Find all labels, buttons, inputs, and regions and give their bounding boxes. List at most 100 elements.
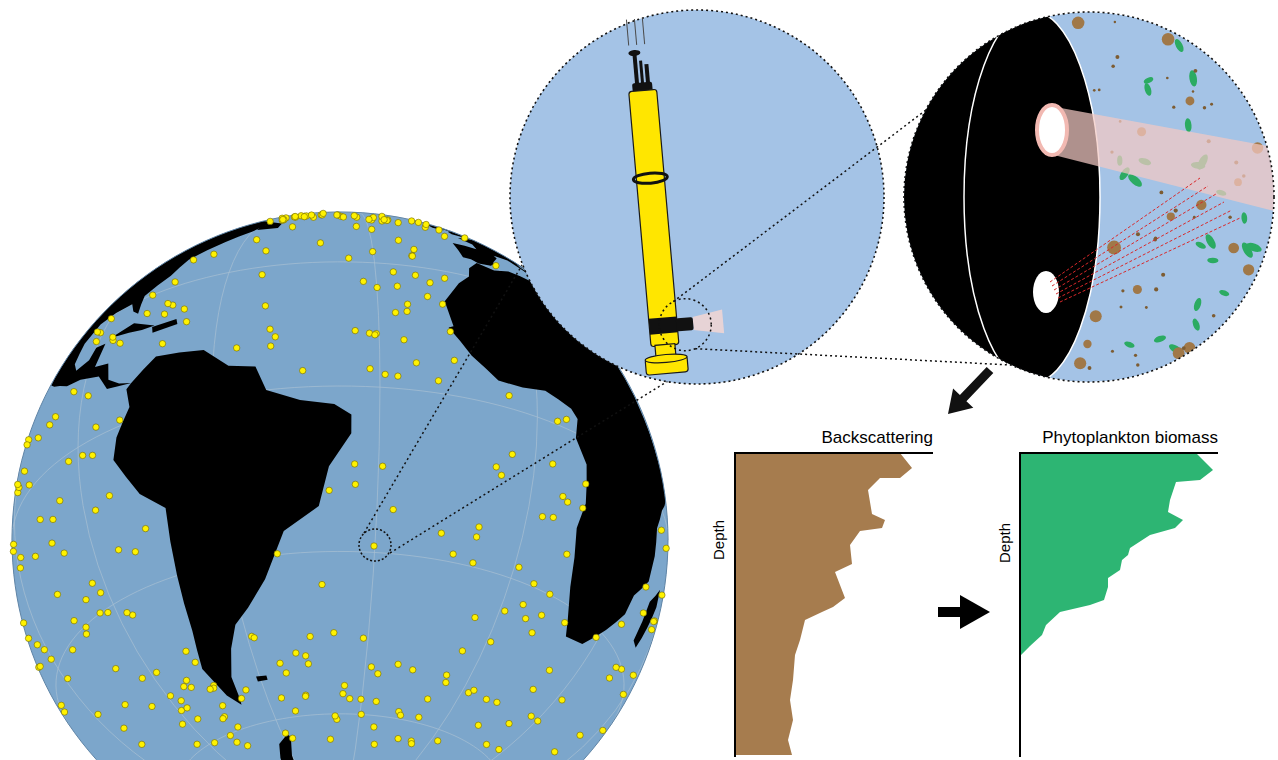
float-location <box>79 452 85 458</box>
sensor-view <box>895 0 1278 400</box>
float-location <box>502 608 508 614</box>
float-location <box>110 334 116 340</box>
plot-title-box: Backscattering <box>822 428 934 448</box>
float-location <box>395 219 401 225</box>
float-location <box>54 591 60 597</box>
float-location <box>580 505 586 511</box>
phytoplankton-cell <box>1143 82 1153 96</box>
float-location <box>369 248 375 254</box>
float-location <box>227 732 233 738</box>
float-location <box>577 732 583 738</box>
float-location <box>447 328 453 334</box>
float-location <box>372 332 378 338</box>
float-location <box>113 665 119 671</box>
phytoplankton-cell <box>1245 241 1263 254</box>
float-location <box>613 664 619 670</box>
float-location <box>97 590 103 596</box>
float-location <box>192 659 198 665</box>
float-location <box>509 451 515 457</box>
float-location <box>259 271 265 277</box>
float-location <box>65 458 71 464</box>
float-location <box>320 210 326 216</box>
continent <box>113 350 351 705</box>
float-location <box>35 435 41 441</box>
float-location <box>424 696 430 702</box>
float-location <box>179 721 185 727</box>
float-location <box>302 693 308 699</box>
detritus-particle <box>1228 243 1239 254</box>
float-location <box>262 303 268 309</box>
zoom-line <box>695 349 1011 365</box>
float-location <box>172 279 178 285</box>
small-particle <box>1154 287 1158 291</box>
float-location <box>132 549 138 555</box>
float-location <box>308 212 314 218</box>
float-location <box>89 580 95 586</box>
phytoplankton-cell <box>1123 340 1135 349</box>
float-location <box>50 516 56 522</box>
small-particle <box>1114 21 1116 23</box>
float-location <box>37 516 43 522</box>
continent <box>218 734 464 760</box>
float-location <box>341 682 347 688</box>
float-location <box>183 677 189 683</box>
float-location <box>267 218 273 224</box>
float-location <box>483 696 489 702</box>
float-location <box>207 686 213 692</box>
float-location <box>606 675 612 681</box>
float-location <box>183 648 189 654</box>
float-location <box>439 301 445 307</box>
float-location <box>334 212 340 218</box>
derive-arrow <box>948 367 993 414</box>
small-particle <box>1212 314 1216 318</box>
zoom-marker <box>359 529 391 561</box>
float-location <box>522 615 528 621</box>
detector-port <box>1033 271 1059 313</box>
float-location <box>516 564 522 570</box>
float-location <box>94 329 100 335</box>
float-location <box>373 698 379 704</box>
float-location <box>395 735 401 741</box>
sensor-zoom-circle <box>904 12 1274 382</box>
float-location <box>382 371 388 377</box>
float-location <box>351 213 357 219</box>
float-location <box>292 708 298 714</box>
antenna-tip <box>628 50 640 57</box>
float-location <box>438 530 444 536</box>
float-location <box>450 551 456 557</box>
backscattering-profile <box>735 453 912 755</box>
float-location <box>274 551 280 557</box>
detritus-particle <box>1090 310 1102 322</box>
continent <box>256 676 268 682</box>
float-location <box>498 472 504 478</box>
float-location <box>360 635 366 641</box>
small-particle <box>1228 215 1231 218</box>
zoom-line <box>364 265 522 533</box>
small-particle <box>1160 191 1164 195</box>
float-location <box>427 280 433 286</box>
float-location <box>368 664 374 670</box>
float-location <box>379 463 385 469</box>
float-location <box>37 663 43 669</box>
float-location <box>451 357 457 363</box>
float-location <box>165 300 171 306</box>
float-location <box>277 660 283 666</box>
float-location <box>424 293 430 299</box>
small-particle <box>1161 273 1165 277</box>
float-location <box>183 318 189 324</box>
float-location <box>302 653 308 659</box>
float-location <box>83 596 89 602</box>
float-location <box>593 634 599 640</box>
continent <box>634 590 660 648</box>
float-location <box>117 417 123 423</box>
float-location <box>493 262 499 268</box>
float-location <box>235 724 241 730</box>
sensor-face <box>964 11 1100 383</box>
float-location <box>650 618 656 624</box>
float-location <box>121 725 127 731</box>
plot-panel: Phytoplankton biomassDepth <box>990 425 1223 755</box>
float-location <box>409 253 415 259</box>
float-location <box>244 743 250 749</box>
float-location <box>115 547 121 553</box>
